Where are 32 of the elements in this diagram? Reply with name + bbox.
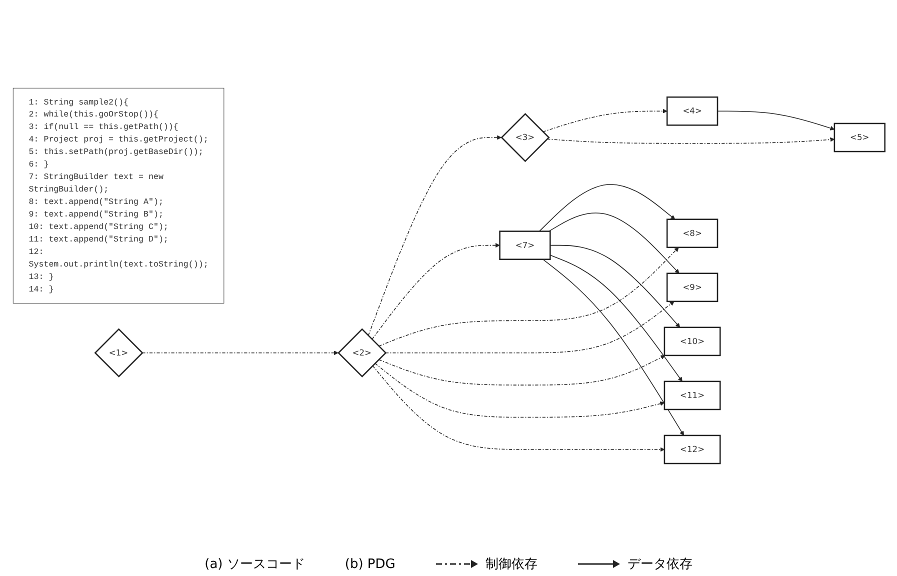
legend-label: データ依存	[627, 556, 692, 573]
arrow	[548, 212, 679, 274]
caption-label: (b) PDG	[344, 556, 396, 572]
arrow	[378, 247, 678, 347]
arrow	[546, 137, 834, 144]
node-diamond: <1>	[94, 328, 143, 378]
node-box: <9>	[666, 272, 718, 302]
node-diamond: <2>	[337, 328, 386, 378]
arrow	[549, 254, 682, 382]
node-box: <5>	[833, 123, 885, 152]
node-box: <7>	[498, 230, 550, 260]
node-box: <4>	[666, 96, 718, 126]
node-box: <10>	[663, 326, 720, 356]
arrow	[384, 301, 674, 354]
node-diamond: <3>	[500, 113, 550, 162]
arrow	[371, 243, 500, 340]
arrow	[374, 363, 664, 418]
legend-label: 制御依存	[485, 556, 538, 573]
node-box: <11>	[663, 380, 720, 410]
arrow	[542, 259, 684, 436]
node-box: 1: String sample2(){ 2: while(this.goOrStop()){ 3: if(null == this.getPath()){ 4: Project proj = this.getProject(); 5: this.setPath(proj.getBaseDir()); 6: } 7: StringBuilder text = new StringBuilder(); 8: text.append("String A"); 9: text.append("String B"); 10: text.append("String C"); 11: text.append("String D"); 12: System.out.println(text.toString()); 13: } 14: }	[12, 88, 224, 304]
arrow	[372, 366, 664, 452]
node-box: <12>	[663, 434, 720, 464]
node-box: <8>	[666, 218, 718, 248]
arrow	[378, 355, 665, 386]
arrow	[141, 350, 338, 356]
arrow	[549, 245, 680, 328]
arrow	[367, 135, 502, 336]
caption-label: (a) ソースコード	[204, 556, 305, 573]
arrow	[538, 184, 675, 232]
arrow	[716, 110, 834, 131]
arrow	[542, 109, 667, 132]
